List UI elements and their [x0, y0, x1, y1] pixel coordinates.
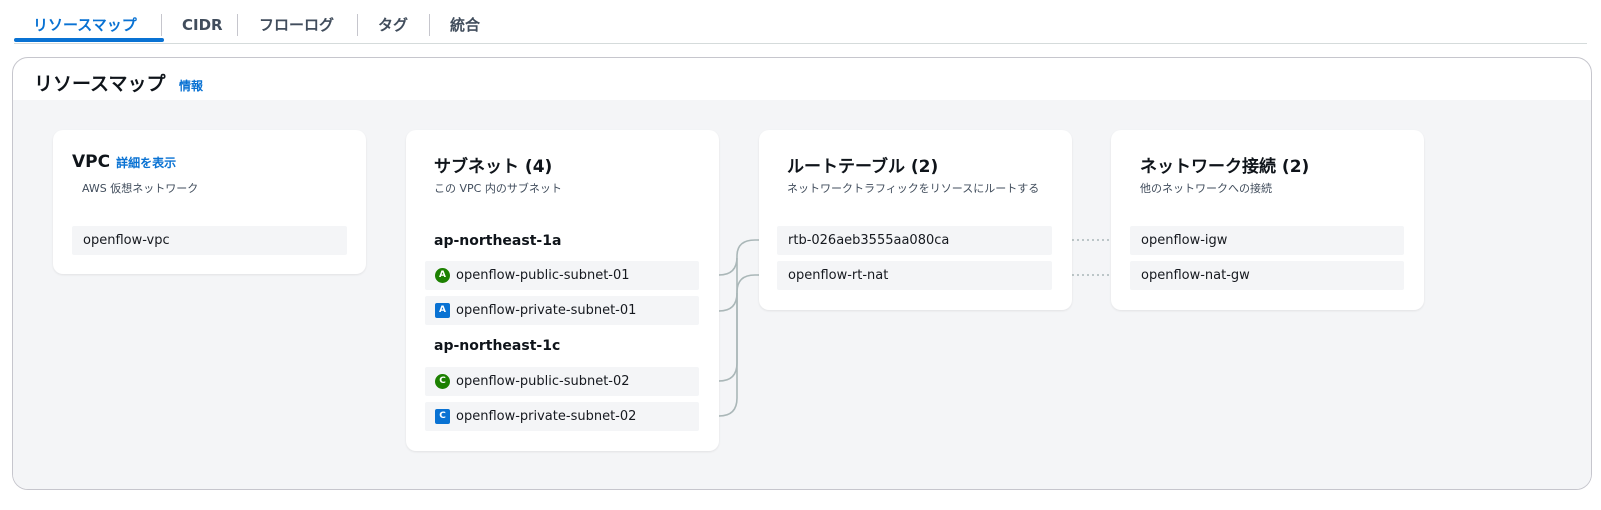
private-subnet-badge-icon: C — [435, 409, 450, 424]
subnets-card-description: この VPC 内のサブネット — [434, 182, 562, 195]
resource-map-canvas: VPC 詳細を表示 AWS 仮想ネットワーク openflow-vpc サブネット… — [13, 100, 1591, 489]
vpc-card-description: AWS 仮想ネットワーク — [82, 182, 199, 195]
tab-flow-logs[interactable]: フローログ — [259, 16, 335, 34]
panel-title: リソースマップ — [34, 73, 166, 95]
tab-divider — [237, 14, 238, 36]
public-subnet-badge-icon: A — [435, 268, 450, 283]
subnet-label: openflow-public-subnet-02 — [456, 374, 630, 389]
tab-tags[interactable]: タグ — [378, 16, 409, 34]
subnet-label: openflow-public-subnet-01 — [456, 268, 630, 283]
subnet-item[interactable]: C openflow-private-subnet-02 — [425, 402, 699, 431]
tab-divider — [429, 14, 430, 36]
subnet-label: openflow-private-subnet-01 — [456, 303, 637, 318]
route-tables-card-title: ルートテーブル (2) — [787, 157, 939, 177]
public-subnet-badge-icon: C — [435, 374, 450, 389]
vpc-item[interactable]: openflow-vpc — [72, 226, 347, 255]
subnets-card: サブネット (4) この VPC 内のサブネット ap-northeast-1a… — [406, 130, 719, 451]
availability-zone-label: ap-northeast-1c — [434, 338, 561, 354]
vpc-card-title: VPC — [72, 152, 111, 172]
private-subnet-badge-icon: A — [435, 303, 450, 318]
subnet-item[interactable]: A openflow-private-subnet-01 — [425, 296, 699, 325]
vpc-card-header: VPC 詳細を表示 — [72, 152, 176, 172]
subnet-item[interactable]: A openflow-public-subnet-01 — [425, 261, 699, 290]
resource-map-panel: リソースマップ 情報 VPC 詳細を表示 AWS 仮想ネットワーク openflo… — [12, 57, 1592, 490]
route-tables-card: ルートテーブル (2) ネットワークトラフィックをリソースにルートする rtb-… — [759, 130, 1072, 310]
tab-resource-map[interactable]: リソースマップ — [33, 16, 137, 34]
tab-cidr[interactable]: CIDR — [182, 16, 223, 34]
route-tables-card-description: ネットワークトラフィックをリソースにルートする — [787, 182, 1040, 195]
active-tab-indicator — [14, 38, 164, 42]
route-table-item[interactable]: openflow-rt-nat — [777, 261, 1052, 290]
info-link[interactable]: 情報 — [179, 79, 204, 93]
subnet-item[interactable]: C openflow-public-subnet-02 — [425, 367, 699, 396]
network-connection-item[interactable]: openflow-igw — [1130, 226, 1404, 255]
route-table-item[interactable]: rtb-026aeb3555aa080ca — [777, 226, 1052, 255]
connector-line — [699, 239, 777, 276]
vpc-card: VPC 詳細を表示 AWS 仮想ネットワーク openflow-vpc — [53, 130, 366, 274]
tab-divider — [357, 14, 358, 36]
tab-divider — [161, 14, 162, 36]
network-connections-card-description: 他のネットワークへの接続 — [1140, 182, 1272, 195]
availability-zone-label: ap-northeast-1a — [434, 233, 562, 249]
view-details-link[interactable]: 詳細を表示 — [116, 156, 177, 170]
network-connections-card: ネットワーク接続 (2) 他のネットワークへの接続 openflow-igw o… — [1111, 130, 1424, 310]
subnet-label: openflow-private-subnet-02 — [456, 409, 637, 424]
connector-line — [699, 293, 738, 417]
subnets-card-title: サブネット (4) — [434, 157, 553, 177]
network-connections-card-title: ネットワーク接続 (2) — [1140, 157, 1310, 177]
network-connection-item[interactable]: openflow-nat-gw — [1130, 261, 1404, 290]
tab-integrations[interactable]: 統合 — [450, 16, 481, 34]
tab-bar: リソースマップ CIDR フローログ タグ 統合 — [14, 0, 1587, 44]
